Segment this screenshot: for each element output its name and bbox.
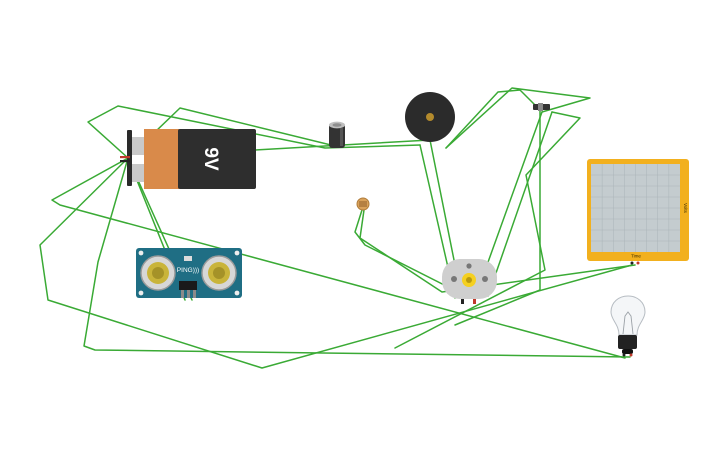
battery-cap xyxy=(144,129,179,189)
battery-lead-red[interactable] xyxy=(120,156,130,159)
photoresistor-icon[interactable] xyxy=(356,197,370,211)
battery-terminal-bottom xyxy=(132,164,144,182)
sensor-header xyxy=(179,281,197,290)
sensor-mount-hole-tr xyxy=(234,250,240,256)
sensor-mount-hole-tl xyxy=(138,250,144,256)
sensor-transducer-right-core xyxy=(213,267,225,279)
battery-label: 9V xyxy=(200,147,221,171)
sensor-pin-sig[interactable] xyxy=(193,290,196,298)
electrolytic-capacitor-icon[interactable] xyxy=(329,121,345,148)
battery-body xyxy=(178,129,256,189)
wire-2[interactable] xyxy=(51,157,626,359)
dc-motor-icon[interactable] xyxy=(442,259,497,304)
wire-12[interactable] xyxy=(477,111,543,291)
battery-lead-black[interactable] xyxy=(120,160,130,163)
slide-switch-icon[interactable] xyxy=(533,103,550,111)
wire-14[interactable] xyxy=(394,111,581,349)
oscilloscope-time-label: Time xyxy=(631,254,641,259)
bulb-base-tip xyxy=(622,349,633,354)
piezo-buzzer-icon[interactable] xyxy=(405,92,455,142)
capacitor-top-inner xyxy=(332,123,342,127)
wire-1[interactable] xyxy=(87,105,421,159)
wire-13[interactable] xyxy=(487,111,553,297)
light-bulb-icon[interactable] xyxy=(610,295,646,357)
sensor-pin-5v[interactable] xyxy=(187,290,190,298)
oscilloscope-volts-label: Volts xyxy=(683,203,688,214)
bulb-base xyxy=(618,335,637,349)
switch-knob[interactable] xyxy=(538,103,543,111)
bulb-filament xyxy=(622,311,634,335)
oscilloscope-grid xyxy=(591,164,680,252)
motor-mount-right xyxy=(482,276,488,282)
oscilloscope-probe-pos[interactable] xyxy=(636,261,640,265)
photoresistor-track xyxy=(359,201,367,207)
wire-10[interactable] xyxy=(445,87,591,149)
sensor-mount-hole-br xyxy=(234,290,240,296)
sensor-brand: PING))) xyxy=(177,267,199,274)
wire-4[interactable] xyxy=(83,157,631,358)
oscilloscope-probe-neg[interactable] xyxy=(630,261,634,265)
motor-mount-left xyxy=(451,276,457,282)
bulb-terminal-neg[interactable] xyxy=(622,353,626,357)
buzzer-hole xyxy=(426,113,434,121)
ultrasonic-sensor-icon[interactable]: PING))) xyxy=(136,248,242,298)
oscilloscope-icon[interactable]: Volts Time xyxy=(587,159,689,265)
sensor-pin-gnd[interactable] xyxy=(181,290,184,298)
motor-terminal-right[interactable] xyxy=(473,299,476,304)
wire-11[interactable] xyxy=(445,89,541,326)
capacitor-stripe xyxy=(340,128,343,146)
sensor-mount-hole-bl xyxy=(138,290,144,296)
battery-terminal-top xyxy=(132,137,144,155)
motor-terminal-left[interactable] xyxy=(461,299,464,304)
sensor-transducer-left-core xyxy=(152,267,164,279)
motor-mount-top xyxy=(466,263,472,269)
bulb-terminal-pos[interactable] xyxy=(629,353,633,357)
sensor-chip xyxy=(184,256,192,261)
wire-3[interactable] xyxy=(39,157,633,369)
motor-shaft xyxy=(466,277,472,283)
wire-16[interactable] xyxy=(359,209,636,293)
battery-9v-icon[interactable]: 9V xyxy=(120,129,256,189)
bulb-glass xyxy=(610,295,646,336)
